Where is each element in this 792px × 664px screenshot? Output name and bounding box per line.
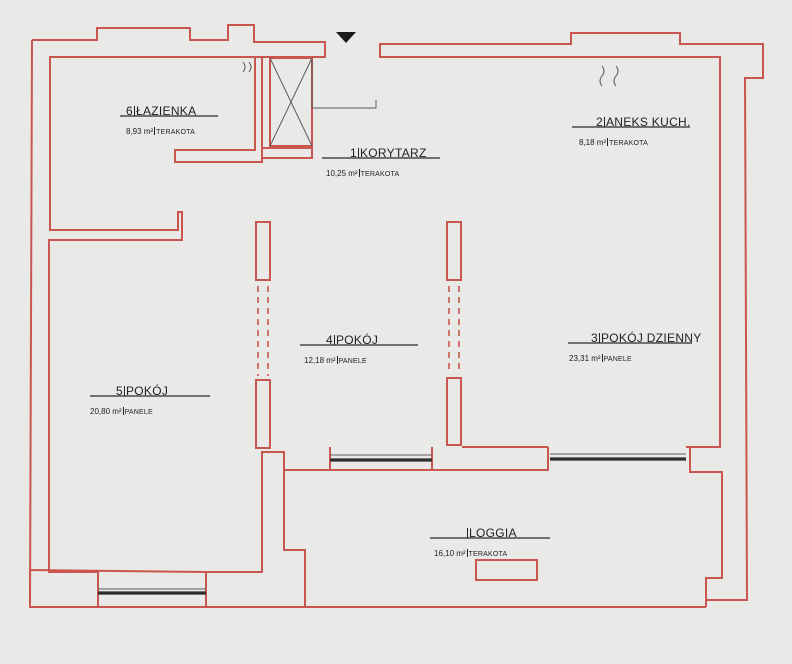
room-finish: PANELE xyxy=(124,409,153,416)
partition-right-top xyxy=(446,221,462,281)
outer-wall-right xyxy=(379,32,764,601)
loggia-wall xyxy=(284,447,549,471)
bath-vent-icon xyxy=(242,61,252,73)
partition-left-dashed xyxy=(257,286,269,376)
room-name: POKÓJ xyxy=(335,333,379,347)
partition-left-bottom xyxy=(255,379,271,449)
bottom-wall xyxy=(305,600,707,608)
room-area: 8,93 m² xyxy=(126,127,154,136)
corridor-door-swing xyxy=(311,60,377,109)
room-number: 6 xyxy=(126,104,133,118)
room-number: 4 xyxy=(326,333,333,347)
room-finish: PANELE xyxy=(338,358,367,365)
loggia-drain xyxy=(475,559,538,581)
kitchen-vent-icon xyxy=(599,65,619,87)
room-finish: PANELE xyxy=(603,356,632,363)
room-name: POKÓJ DZIENNY xyxy=(600,331,702,345)
room-finish: TERAKOTA xyxy=(360,171,400,178)
outer-wall-left xyxy=(29,39,33,608)
window-frame xyxy=(97,572,207,608)
room-name: ŁAZIENKA xyxy=(135,104,197,118)
room-name: POKÓJ xyxy=(125,384,169,398)
room-name: KORYTARZ xyxy=(359,146,427,160)
room-area: 12,18 m² xyxy=(304,356,336,365)
room-name: LOGGIA xyxy=(469,526,517,540)
room-finish: TERAKOTA xyxy=(156,129,195,136)
room-area: 23,31 m² xyxy=(569,354,601,363)
room-area: 10,25 m² xyxy=(326,169,358,178)
room-area: 16,10 m² xyxy=(434,549,466,558)
shaft-cross xyxy=(269,57,313,147)
bathroom-wall xyxy=(174,57,313,163)
room-area: 20,80 m² xyxy=(90,407,122,416)
room-area: 8,18 m² xyxy=(579,138,607,147)
room-name: ANEKS KUCH. xyxy=(605,115,691,129)
room-number: 1 xyxy=(350,146,357,160)
entrance-arrow-icon xyxy=(336,32,356,43)
room-number: 5 xyxy=(116,384,123,398)
room-finish: TERAKOTA xyxy=(609,140,648,147)
partition-right-bottom xyxy=(446,377,462,446)
room-number: 3 xyxy=(591,331,598,345)
partition-right-dashed xyxy=(448,286,460,374)
room-finish: TERAKOTA xyxy=(468,551,508,558)
room-number: 2 xyxy=(596,115,603,129)
partition-left-top xyxy=(255,221,271,281)
